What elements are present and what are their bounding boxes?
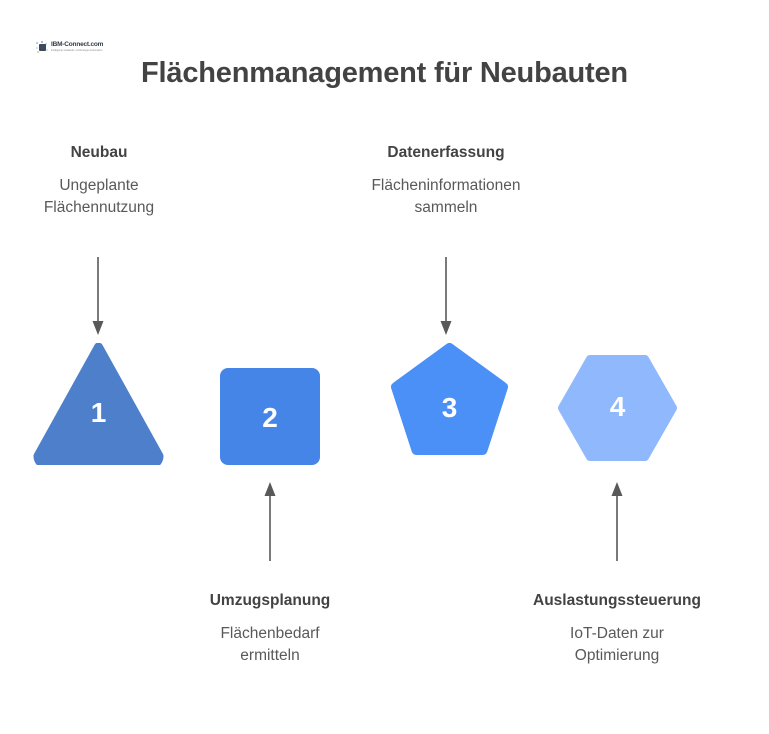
step-4-heading: Auslastungssteuerung: [533, 592, 701, 609]
arrow-up-step-4: [602, 478, 632, 566]
step-3-shape-pentagon[interactable]: 3: [391, 343, 508, 465]
step-1-shape-triangle[interactable]: 1: [33, 343, 164, 465]
step-3-label: Datenerfassung Flächeninformationen samm…: [337, 143, 555, 219]
step-3-heading: Datenerfassung: [387, 144, 505, 161]
step-4-body: IoT-Daten zur Optimierung: [570, 625, 664, 665]
logo-sparkle-icon: [36, 41, 49, 54]
logo-text: IBM-Connect.com Intelligente Gebäude- un…: [51, 41, 104, 53]
step-2-heading: Umzugsplanung: [209, 592, 331, 609]
arrow-down-step-1: [83, 257, 113, 342]
page-title: Flächenmanagement für Neubauten: [141, 57, 628, 89]
brand-logo: IBM-Connect.com Intelligente Gebäude- un…: [36, 39, 103, 56]
step-3-body: Flächeninformationen sammeln: [371, 177, 521, 217]
logo-suffix: .com: [88, 41, 104, 49]
step-2-label: Umzugsplanung Flächenbedarf ermitteln: [178, 591, 362, 667]
logo-tagline: Intelligente Gebäude- und Energie-Automa…: [51, 49, 103, 53]
step-1-heading: Neubau: [70, 144, 128, 161]
step-4-shape-hexagon[interactable]: 4: [556, 355, 679, 461]
step-1-label: Neubau Ungeplante Flächennutzung: [8, 143, 190, 219]
step-2-shape-square[interactable]: 2: [219, 367, 321, 466]
step-4-label: Auslastungssteuerung IoT-Daten zur Optim…: [500, 591, 734, 667]
step-2-body: Flächenbedarf ermitteln: [220, 625, 320, 665]
step-1-body: Ungeplante Flächennutzung: [43, 177, 155, 217]
arrow-down-step-3: [431, 257, 461, 342]
logo-name: IBM-Connect: [51, 41, 89, 49]
arrow-up-step-2: [255, 478, 285, 566]
